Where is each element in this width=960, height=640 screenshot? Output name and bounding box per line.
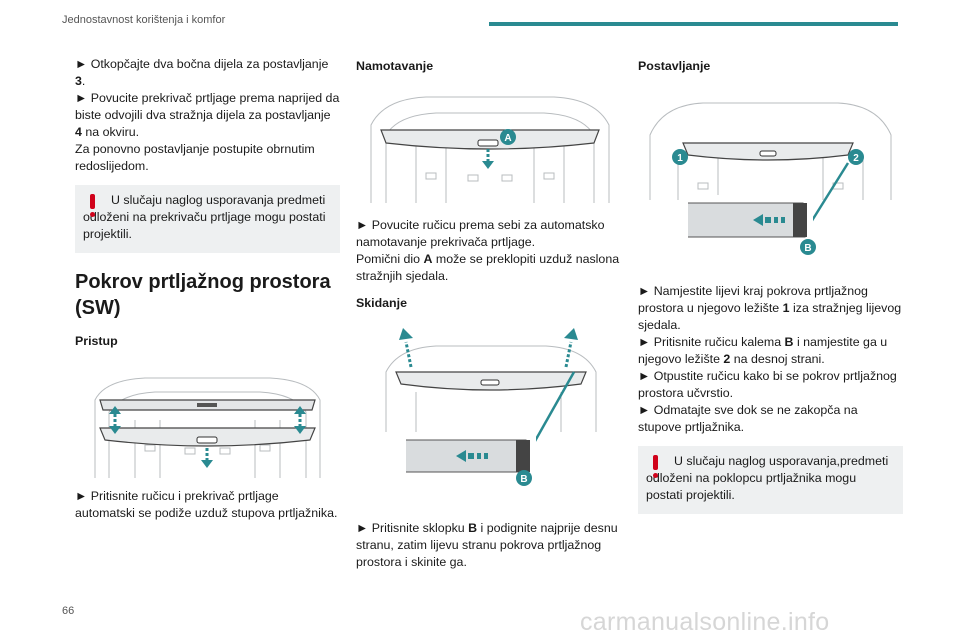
instruction-installation: ► Namjestite lijevi kraj pokrova prtljaž… xyxy=(638,284,902,434)
instruction-access: ► Pritisnite ručicu i prekrivač prtljage… xyxy=(75,489,338,520)
svg-text:B: B xyxy=(520,474,527,485)
figure-installation-illustration: 1 2 B xyxy=(649,102,892,275)
watermark: carmanualsonline.info xyxy=(580,608,830,636)
subhead-winding: Namotavanje xyxy=(356,59,434,73)
svg-text:1: 1 xyxy=(677,153,683,164)
figure-access-illustration xyxy=(94,377,321,478)
figure-winding-illustration: A xyxy=(370,96,610,203)
label-2-badge xyxy=(848,149,864,165)
figure-removal-illustration: B xyxy=(385,328,597,512)
instruction-unclip: ► Otkopčajte dva bočna dijela za postavl… xyxy=(75,57,340,173)
column-left: ► Otkopčajte dva bočna dijela za postavl… xyxy=(75,56,340,522)
column-middle: Namotavanje A ► Povucite ručicu prema se… xyxy=(356,56,624,571)
section-title: Pokrov prtljažnog prostora (SW) xyxy=(75,271,331,319)
page-number: 66 xyxy=(62,605,75,617)
subhead-removal: Skidanje xyxy=(356,296,407,310)
column-right: Postavljanje 1 2 B ► Namjestite lijevi k… xyxy=(638,56,903,514)
subhead-installation: Postavljanje xyxy=(638,59,711,73)
running-header: Jednostavnost korištenja i komfor xyxy=(62,14,226,26)
svg-text:B: B xyxy=(804,243,811,254)
label-b-badge xyxy=(800,239,816,255)
label-1-badge xyxy=(672,149,688,165)
header-accent-bar xyxy=(489,22,898,26)
label-a-badge xyxy=(500,129,516,145)
svg-text:A: A xyxy=(504,133,511,144)
warning-note: U slučaju naglog usporavanja predmeti od… xyxy=(75,185,340,253)
warning-icon xyxy=(90,194,95,209)
subhead-access: Pristup xyxy=(75,334,118,348)
label-b-badge xyxy=(516,470,532,486)
instruction-winding: ► Povucite ručicu prema sebi za automats… xyxy=(356,218,620,283)
instruction-removal: ► Pritisnite sklopku B i podignite najpr… xyxy=(356,521,618,569)
warning-note: U slučaju naglog usporavanja,predmeti od… xyxy=(638,446,903,514)
svg-text:2: 2 xyxy=(853,153,859,164)
warning-icon xyxy=(653,455,658,470)
